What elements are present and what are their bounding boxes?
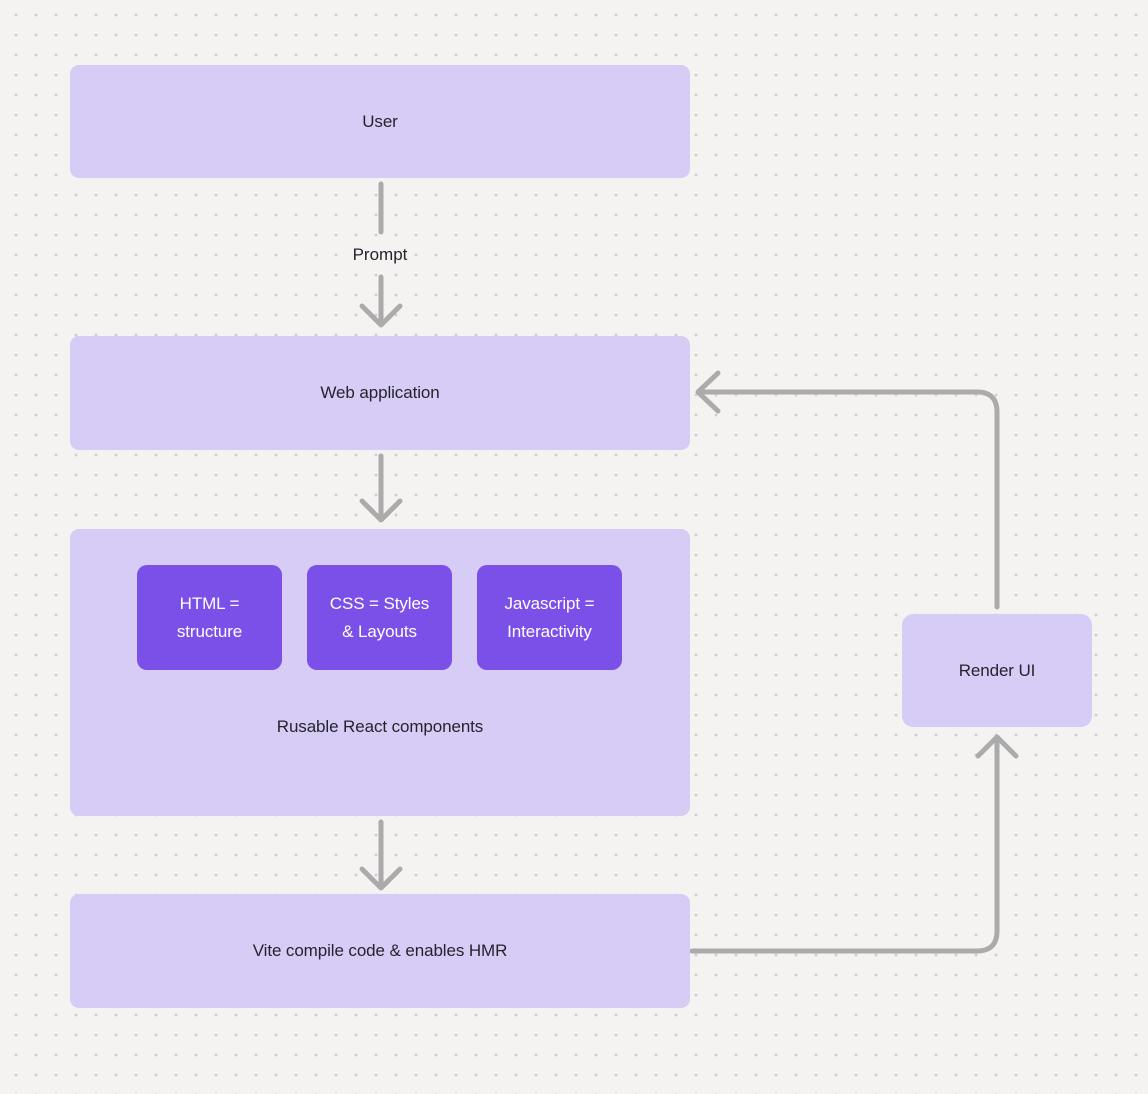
arrowhead-down-webapp bbox=[359, 303, 403, 328]
group-react-components[interactable]: HTML = structure CSS = Styles & Layouts … bbox=[70, 529, 690, 816]
chip-css-line1: CSS = Styles bbox=[329, 593, 430, 613]
node-vite-label: Vite compile code & enables HMR bbox=[252, 941, 508, 960]
node-web-application-label: Web application bbox=[320, 383, 440, 402]
chip-javascript[interactable]: Javascript = Interactivity bbox=[477, 565, 622, 670]
edge-render-ui-to-webapp[interactable] bbox=[699, 389, 1000, 610]
chip-html[interactable]: HTML = structure bbox=[137, 565, 282, 670]
chip-css-line2: & Layouts bbox=[342, 621, 417, 641]
arrowhead-down-components bbox=[359, 498, 403, 523]
group-react-components-title: Rusable React components bbox=[276, 717, 484, 736]
chip-html-line1: HTML = bbox=[179, 593, 240, 613]
chip-css[interactable]: CSS = Styles & Layouts bbox=[307, 565, 452, 670]
arrowhead-up-render-ui bbox=[975, 734, 1019, 759]
arrowhead-down-vite bbox=[359, 866, 403, 891]
node-vite[interactable]: Vite compile code & enables HMR bbox=[70, 894, 690, 1008]
node-user-label: User bbox=[362, 111, 398, 131]
node-web-application[interactable]: Web application bbox=[70, 336, 690, 450]
node-render-ui[interactable]: Render UI bbox=[902, 614, 1092, 727]
arrowhead-left-webapp bbox=[695, 370, 721, 414]
node-user[interactable]: User bbox=[70, 65, 690, 178]
chip-html-line2: structure bbox=[176, 621, 243, 641]
edge-vite-to-render-ui[interactable] bbox=[689, 737, 1000, 954]
chip-javascript-line2: Interactivity bbox=[507, 621, 592, 641]
chip-javascript-line1: Javascript = bbox=[504, 593, 595, 613]
chip-row: HTML = structure CSS = Styles & Layouts … bbox=[137, 565, 622, 670]
node-render-ui-label: Render UI bbox=[958, 660, 1036, 680]
